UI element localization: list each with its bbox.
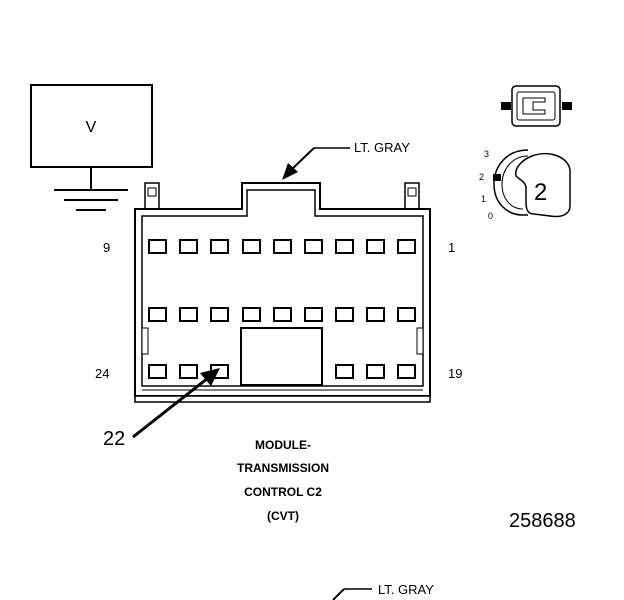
pin-cavity bbox=[242, 239, 261, 254]
view-number: 2 bbox=[534, 179, 547, 206]
view-indicator: 2 3 2 1 0 bbox=[479, 149, 571, 221]
pin-cavity bbox=[397, 239, 416, 254]
figure-number: 258688 bbox=[509, 510, 576, 532]
pin-22-pointer-line bbox=[132, 376, 209, 439]
wire-color-callout: LT. GRAY bbox=[282, 140, 410, 180]
view-ring-inner bbox=[501, 155, 529, 210]
pin-cavity bbox=[242, 307, 261, 322]
voltmeter: V bbox=[30, 84, 153, 211]
caption-line-2: TRANSMISSION bbox=[237, 461, 329, 475]
pin-cavity bbox=[273, 239, 292, 254]
view-scale-3: 3 bbox=[484, 149, 489, 159]
pin-cavity bbox=[366, 307, 385, 322]
pin-cavity bbox=[210, 307, 229, 322]
voltmeter-label: V bbox=[86, 119, 97, 136]
pin-label-1: 1 bbox=[448, 240, 455, 255]
pin-cavity bbox=[148, 239, 167, 254]
caption-line-3: CONTROL C2 bbox=[244, 485, 322, 499]
view-scale-0: 0 bbox=[488, 211, 493, 221]
callout-arrowhead bbox=[282, 163, 298, 180]
pin-label-24: 24 bbox=[95, 366, 109, 381]
side-tab-left bbox=[141, 327, 149, 355]
pin-cavity bbox=[179, 364, 198, 379]
pin-row-middle bbox=[148, 307, 416, 322]
pin-label-19: 19 bbox=[448, 366, 462, 381]
pin-cavity bbox=[335, 364, 354, 379]
pin-cavity bbox=[304, 239, 323, 254]
pin-cavity bbox=[148, 364, 167, 379]
bottom-callout-leader-diagonal bbox=[332, 588, 345, 600]
view-scale-1: 1 bbox=[481, 194, 486, 204]
view-scale-2: 2 bbox=[479, 172, 484, 182]
connector-icon bbox=[501, 85, 572, 127]
connector-inner-outline bbox=[141, 189, 424, 387]
bottom-wire-color-label: LT. GRAY bbox=[378, 582, 434, 597]
pin-cavity bbox=[148, 307, 167, 322]
center-key-block bbox=[240, 327, 323, 386]
pin-22-arrowhead bbox=[200, 368, 220, 386]
wire-color-callout-bottom: LT. GRAY bbox=[332, 582, 434, 600]
pin-cavity bbox=[210, 239, 229, 254]
callout-leader-diagonal bbox=[290, 147, 315, 171]
pin-22-pointer: 22 bbox=[103, 368, 220, 450]
pin-cavity bbox=[335, 307, 354, 322]
latch-post-right-inner bbox=[407, 187, 417, 197]
pin-row-top bbox=[148, 239, 416, 254]
pin-cavity bbox=[366, 364, 385, 379]
connector-c2 bbox=[134, 182, 431, 403]
pin-cavity bbox=[304, 307, 323, 322]
latch-post-left-inner bbox=[147, 187, 157, 197]
pin-cavity bbox=[397, 307, 416, 322]
view-plug-shape bbox=[514, 152, 571, 218]
pin-label-9: 9 bbox=[103, 240, 110, 255]
voltmeter-box bbox=[30, 84, 153, 168]
connector-skirt bbox=[134, 395, 431, 403]
connector-caption: MODULE- TRANSMISSION CONTROL C2 (CVT) bbox=[237, 438, 329, 523]
caption-line-1: MODULE- bbox=[255, 438, 311, 452]
caption-line-4: (CVT) bbox=[267, 509, 299, 523]
side-tab-right bbox=[416, 327, 424, 355]
pin-cavity bbox=[397, 364, 416, 379]
connector-icon-latch bbox=[522, 97, 546, 115]
pin-cavity bbox=[179, 239, 198, 254]
view-position-marker bbox=[493, 174, 501, 181]
connector-icon-tab-left bbox=[501, 102, 511, 110]
pin-cavity bbox=[335, 239, 354, 254]
pin-cavity bbox=[273, 307, 292, 322]
pin-cavity bbox=[179, 307, 198, 322]
pin-cavity bbox=[366, 239, 385, 254]
connector-icon-tab-right bbox=[562, 102, 572, 110]
wire-color-label: LT. GRAY bbox=[354, 140, 410, 155]
pin-22-label: 22 bbox=[103, 428, 125, 450]
